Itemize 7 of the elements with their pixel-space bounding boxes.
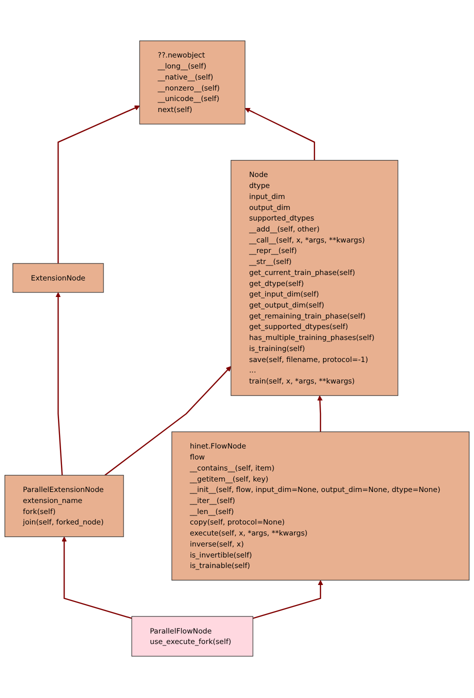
arrow xyxy=(58,106,140,264)
arrow xyxy=(104,366,232,476)
arrow xyxy=(56,292,63,476)
arrow xyxy=(62,537,132,620)
arrow xyxy=(317,396,323,432)
arrow xyxy=(244,108,316,161)
arrow xyxy=(252,580,324,620)
